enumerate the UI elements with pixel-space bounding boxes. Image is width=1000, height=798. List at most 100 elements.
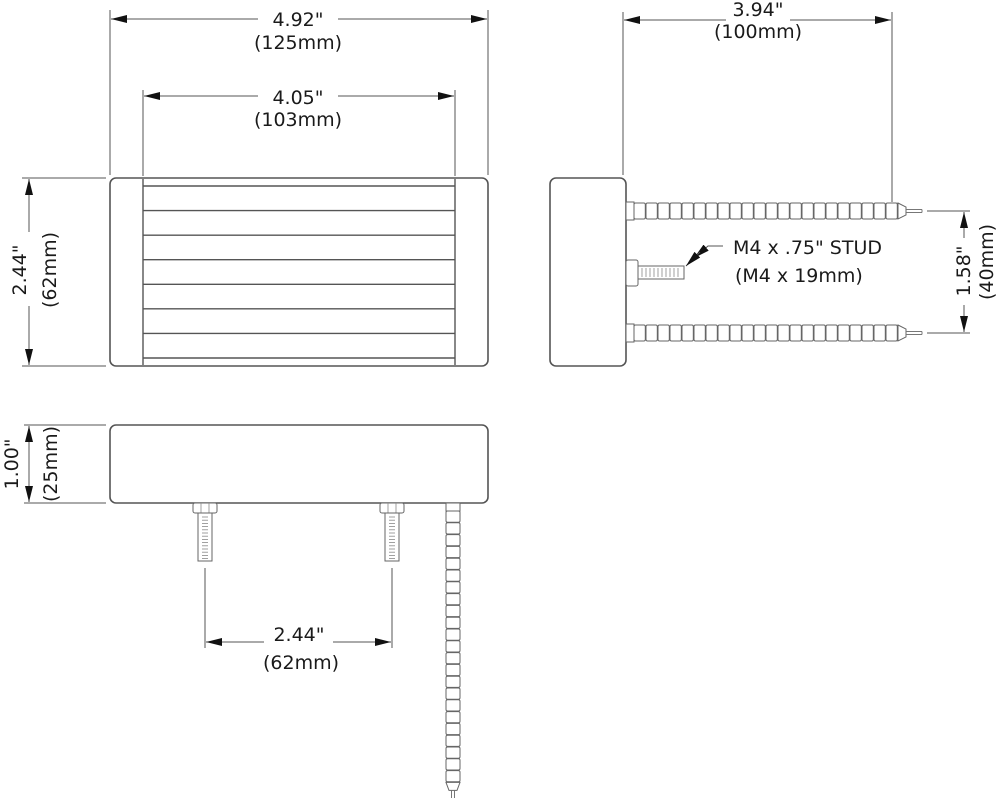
lead-tip <box>445 781 461 791</box>
lead-bead <box>777 202 790 220</box>
lead-bead <box>445 581 461 594</box>
lead-bead <box>445 722 461 736</box>
lead-bead <box>693 202 706 220</box>
dim-stud-spacing-mm: (62mm) <box>263 652 339 674</box>
lead-bead <box>633 324 646 342</box>
lead-ferrule <box>625 201 635 221</box>
lead-bead <box>825 324 838 342</box>
stud-nut <box>192 502 218 514</box>
stud-shaft <box>197 512 213 562</box>
mounting-stud-right <box>379 502 405 562</box>
dim-lead-spacing-inch: 1.58" <box>953 245 975 296</box>
lead-tip <box>897 324 907 342</box>
dim-lead-spacing: 1.58" (40mm) <box>927 210 998 334</box>
dim-overall-width: 2.44" (62mm) <box>9 177 106 367</box>
lead-bead <box>445 510 461 523</box>
lead-bead <box>873 202 886 220</box>
lead-bead <box>445 758 461 771</box>
lead-bead <box>849 324 862 342</box>
lead-bead <box>813 324 826 342</box>
dim-overall-width-inch: 2.44" <box>9 244 31 295</box>
lead-bead <box>445 711 461 724</box>
stud-threads <box>641 268 679 277</box>
lead-bead <box>445 534 461 547</box>
lead-bead <box>801 202 814 220</box>
stud-shaft <box>384 512 400 562</box>
lead-ferrule <box>625 323 635 343</box>
lead-bead <box>729 324 742 342</box>
lead-bead <box>445 652 461 665</box>
lead-bead <box>789 202 802 220</box>
lead-bead <box>445 593 461 606</box>
lead-bead <box>645 324 658 342</box>
lead-bead <box>741 324 754 342</box>
lead-bead <box>445 640 461 653</box>
lead-bead <box>445 746 461 759</box>
dim-fin-length: 4.05" (103mm) <box>142 87 456 176</box>
lead-bead <box>873 324 886 342</box>
lead-tip <box>897 202 907 220</box>
stud-nut <box>625 259 639 287</box>
dim-height: 1.00" (25mm) <box>1 424 106 504</box>
dim-overall-width-mm: (62mm) <box>39 232 61 308</box>
dim-stud-spacing-inch: 2.44" <box>273 624 324 646</box>
lead-bead <box>681 324 694 342</box>
stud-callout: M4 x .75" STUD (M4 x 19mm) <box>685 237 882 287</box>
lead-bead <box>645 202 658 220</box>
dim-lead-spacing-mm: (40mm) <box>976 224 998 300</box>
lead-bead <box>729 202 742 220</box>
lead-bead <box>445 663 461 677</box>
lead-bead <box>705 324 718 342</box>
lead-bead <box>741 202 754 220</box>
lead-wire-top <box>625 201 923 221</box>
lead-bead <box>849 202 862 220</box>
dim-lead-length: 3.94" (100mm) <box>622 0 893 202</box>
lead-bead <box>825 202 838 220</box>
heater-body-top <box>109 177 489 367</box>
lead-bead <box>445 545 461 559</box>
lead-bead <box>445 522 461 535</box>
lead-bead <box>837 324 850 342</box>
lead-bead <box>765 324 778 342</box>
mounting-stud-side <box>625 259 685 287</box>
lead-bead <box>657 202 670 220</box>
lead-bead <box>705 202 718 220</box>
lead-bead <box>681 202 694 220</box>
lead-bead <box>765 202 778 220</box>
lead-bead <box>445 557 461 570</box>
lead-bead <box>633 202 646 220</box>
lead-bead <box>789 324 802 342</box>
lead-bead <box>445 675 461 688</box>
leader-arrow <box>685 251 701 267</box>
front-view <box>109 424 489 798</box>
lead-bead <box>717 324 730 342</box>
lead-bead <box>445 687 461 700</box>
lead-bead <box>445 699 461 712</box>
lead-bead <box>445 628 461 641</box>
dim-lead-length-mm: (100mm) <box>714 21 802 43</box>
dim-height-mm: (25mm) <box>40 426 62 502</box>
stud-callout-line1: M4 x .75" STUD <box>733 237 882 259</box>
lead-bead <box>801 324 814 342</box>
lead-bead <box>885 324 898 342</box>
stud-callout-line2: (M4 x 19mm) <box>735 265 863 287</box>
lead-bead <box>717 202 730 220</box>
mounting-stud-left <box>192 502 218 562</box>
lead-bead <box>813 202 826 220</box>
lead-ferrule <box>445 502 461 512</box>
lead-bead <box>669 202 682 220</box>
dim-overall-length: 4.92" (125mm) <box>109 9 489 175</box>
dim-fin-length-inch: 4.05" <box>272 87 323 109</box>
top-view <box>109 177 489 367</box>
heater-body-front <box>109 424 489 504</box>
heater-body-side <box>549 177 627 367</box>
lead-wire-bottom <box>625 323 923 343</box>
leader-line <box>693 244 723 259</box>
lead-bead <box>861 324 874 342</box>
lead-bead <box>753 202 766 220</box>
lead-bead <box>445 770 461 783</box>
lead-bead <box>837 202 850 220</box>
lead-bead <box>657 324 670 342</box>
fin-lines <box>143 185 455 359</box>
